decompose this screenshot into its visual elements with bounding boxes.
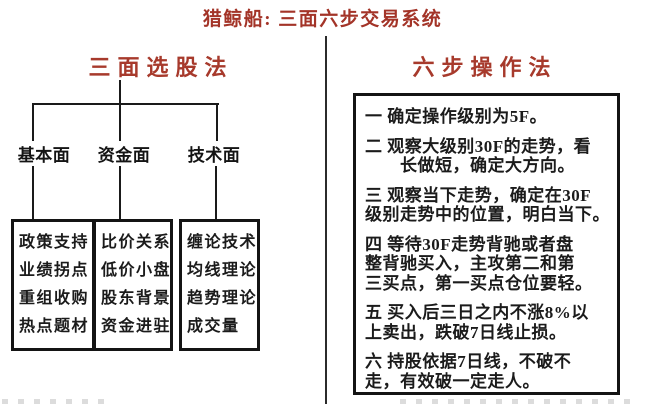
step-line: 一 确定操作级别为5F。 — [365, 107, 548, 126]
step-line: 二 观察大级别30F的走势，看 — [365, 136, 592, 156]
cutoff-artifact-left — [2, 399, 112, 404]
box-item: 比价关系 — [101, 234, 172, 251]
box-item: 热点题材 — [19, 318, 90, 335]
box-item: 股东背景 — [101, 290, 172, 307]
step-item-1: 一 确定操作级别为5F。 — [365, 107, 611, 127]
step-item-2: 二 观察大级别30F的走势，看 长做短，确定大方向。 — [365, 137, 611, 176]
step-line: 长做短，确定大方向。 — [365, 156, 575, 175]
step-line: 四 等待30F走势背驰或者盘 — [365, 234, 574, 254]
left-panel-title: 三面选股法 — [88, 55, 234, 80]
right-panel-title: 六步操作法 — [412, 55, 558, 80]
step-item-5: 五 买入后三日之内不涨8%以 上卖出，跌破7日线止损。 — [365, 303, 611, 342]
step-line: 五 买入后三日之内不涨8%以 — [365, 303, 589, 322]
box-item: 成交量 — [187, 318, 240, 335]
branch-label-capital: 资金面 — [97, 146, 151, 165]
branch-line-center-upper — [119, 103, 121, 141]
branch-line-right-lower — [215, 166, 217, 222]
box-item: 趋势理论 — [187, 290, 258, 307]
step-line: 走，有效破一定走人。 — [365, 371, 540, 391]
branch-label-technical: 技术面 — [187, 146, 241, 165]
box-item: 重组收购 — [19, 290, 90, 307]
step-line: 上卖出，跌破7日线止损。 — [365, 322, 567, 342]
step-item-4: 四 等待30F走势背驰或者盘 整背驰买入，主攻第二和第 三买点，第一买点仓位要轻… — [365, 235, 611, 294]
box-item: 资金进驻 — [101, 318, 172, 335]
branch-line-left-upper — [32, 103, 34, 141]
step-line: 六 持股依据7日线，不破不 — [365, 352, 572, 371]
center-divider-line — [325, 36, 327, 404]
step-item-6: 六 持股依据7日线，不破不 走，有效破一定走人。 — [365, 352, 611, 391]
category-box-technical: 缠论技术 均线理论 趋势理论 成交量 — [179, 219, 260, 351]
category-box-capital: 比价关系 低价小盘 股东背景 资金进驻 — [93, 219, 173, 351]
page-title: 猎鲸船: 三面六步交易系统 — [202, 9, 443, 30]
step-line: 三 观察当下走势，确定在30F — [365, 185, 592, 205]
box-item: 缠论技术 — [187, 234, 258, 251]
step-line: 整背驰买入，主攻第二和第 — [365, 254, 575, 273]
step-line: 级别走势中的位置，明白当下。 — [365, 205, 610, 224]
cutoff-artifact-right — [400, 399, 640, 404]
steps-box: 一 确定操作级别为5F。 二 观察大级别30F的走势，看 长做短，确定大方向。 … — [353, 93, 620, 395]
branch-line-left-lower — [32, 166, 34, 220]
branch-line-center-lower — [119, 166, 121, 220]
box-item: 均线理论 — [187, 262, 258, 279]
tree-trunk-line — [119, 80, 121, 105]
tree-horizontal-line — [32, 103, 219, 105]
step-line: 三买点，第一买点仓位要轻。 — [365, 273, 593, 293]
branch-line-right-upper — [216, 103, 218, 141]
box-item: 低价小盘 — [101, 262, 172, 279]
branch-label-fundamentals: 基本面 — [17, 146, 71, 165]
category-box-fundamentals: 政策支持 业绩拐点 重组收购 热点题材 — [11, 219, 95, 351]
box-item: 业绩拐点 — [19, 262, 90, 279]
step-item-3: 三 观察当下走势，确定在30F 级别走势中的位置，明白当下。 — [365, 186, 611, 225]
box-item: 政策支持 — [19, 234, 90, 251]
